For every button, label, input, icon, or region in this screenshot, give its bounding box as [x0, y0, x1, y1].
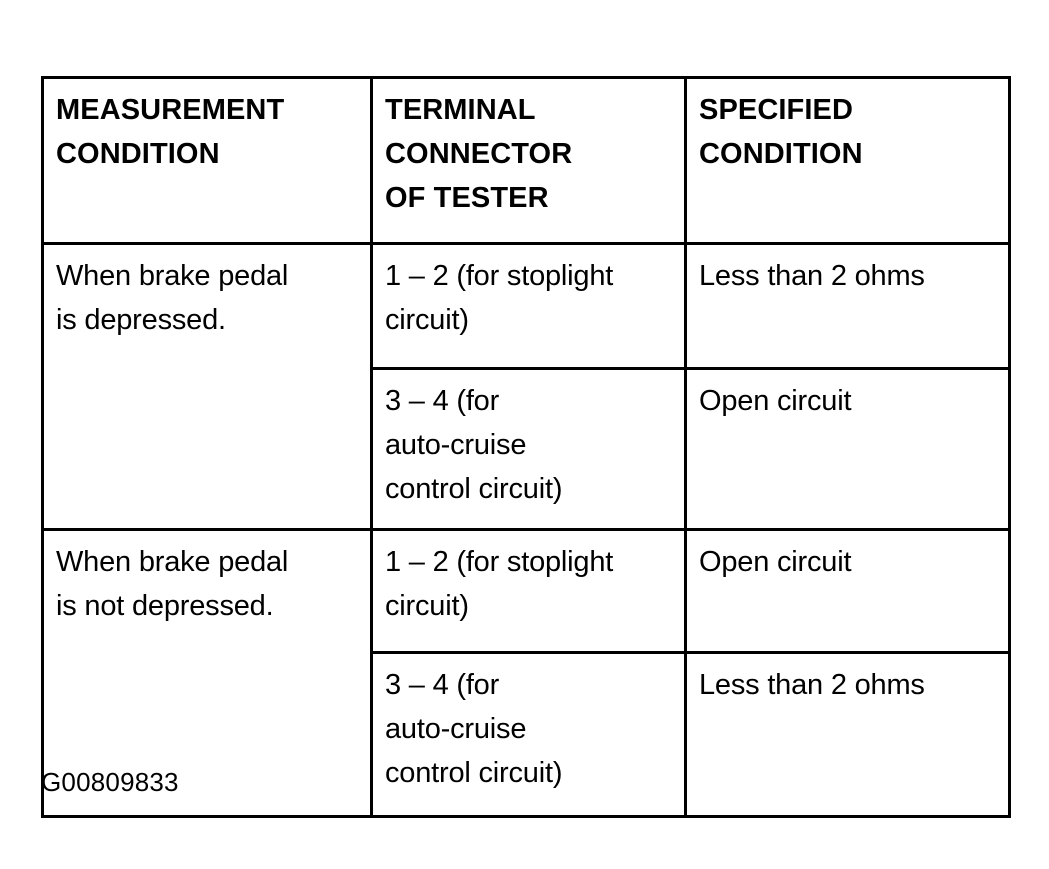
cell-line: When brake pedal	[56, 546, 289, 578]
table-row: 3 – 4 (for auto-cruise control circuit) …	[43, 367, 1010, 530]
header-line: MEASUREMENT	[56, 94, 285, 126]
cell-line: circuit)	[385, 590, 469, 622]
specification-table: MEASUREMENT CONDITION TERMINAL CONNECTOR…	[41, 76, 1011, 818]
cell-line: Open circuit	[699, 546, 852, 578]
cell-specified-condition: Open circuit	[684, 528, 1010, 653]
column-header-terminal-connector-of-tester: TERMINAL CONNECTOR OF TESTER	[370, 77, 686, 244]
cell-line: 3 – 4 (for	[385, 385, 500, 417]
cell-line: 1 – 2 (for stoplight	[385, 260, 614, 292]
cell-line: is depressed.	[56, 304, 226, 336]
cell-line: is not depressed.	[56, 590, 274, 622]
cell-line: control circuit)	[385, 757, 563, 789]
table-row: When brake pedal is depressed. 1 – 2 (fo…	[42, 242, 1010, 530]
cell-line: auto-cruise	[385, 713, 527, 745]
cell-line: auto-cruise	[385, 429, 527, 461]
cell-measurement-condition: When brake pedal is depressed.	[42, 242, 372, 530]
cell-line: 3 – 4 (for	[385, 669, 500, 701]
header-line: TERMINAL	[385, 94, 536, 126]
cell-specified-condition: Less than 2 ohms	[684, 651, 1010, 817]
header-line: CONDITION	[56, 138, 220, 170]
header-line: OF TESTER	[385, 182, 549, 214]
figure-caption: G00809833	[41, 767, 179, 797]
cell-line: control circuit)	[385, 473, 563, 505]
cell-measurement-condition: When brake pedal is not depressed.	[42, 528, 372, 817]
cell-terminal-connector: 3 – 4 (for auto-cruise control circuit)	[370, 651, 686, 817]
table-header-row: MEASUREMENT CONDITION TERMINAL CONNECTOR…	[43, 77, 1010, 244]
cell-specified-condition: Less than 2 ohms	[684, 242, 1010, 369]
table-row: 3 – 4 (for auto-cruise control circuit) …	[43, 651, 1010, 817]
cell-line: 1 – 2 (for stoplight	[385, 546, 614, 578]
header-line: SPECIFIED	[699, 94, 853, 126]
header-line: CONDITION	[699, 138, 863, 170]
cell-terminal-connector: 1 – 2 (for stoplight circuit)	[370, 242, 686, 369]
table-row: When brake pedal is not depressed. 1 – 2…	[42, 528, 1010, 817]
column-header-measurement-condition: MEASUREMENT CONDITION	[43, 78, 372, 244]
header-line: CONNECTOR	[385, 138, 573, 170]
column-header-specified-condition: SPECIFIED CONDITION	[684, 77, 1010, 244]
cell-line: When brake pedal	[56, 260, 289, 292]
cell-line: Less than 2 ohms	[699, 669, 925, 701]
cell-line: circuit)	[385, 304, 469, 336]
cell-terminal-connector: 3 – 4 (for auto-cruise control circuit)	[370, 367, 686, 530]
cell-terminal-connector: 1 – 2 (for stoplight circuit)	[370, 528, 686, 653]
cell-line: Less than 2 ohms	[699, 260, 925, 292]
cell-specified-condition: Open circuit	[684, 367, 1010, 530]
cell-line: Open circuit	[699, 385, 852, 417]
